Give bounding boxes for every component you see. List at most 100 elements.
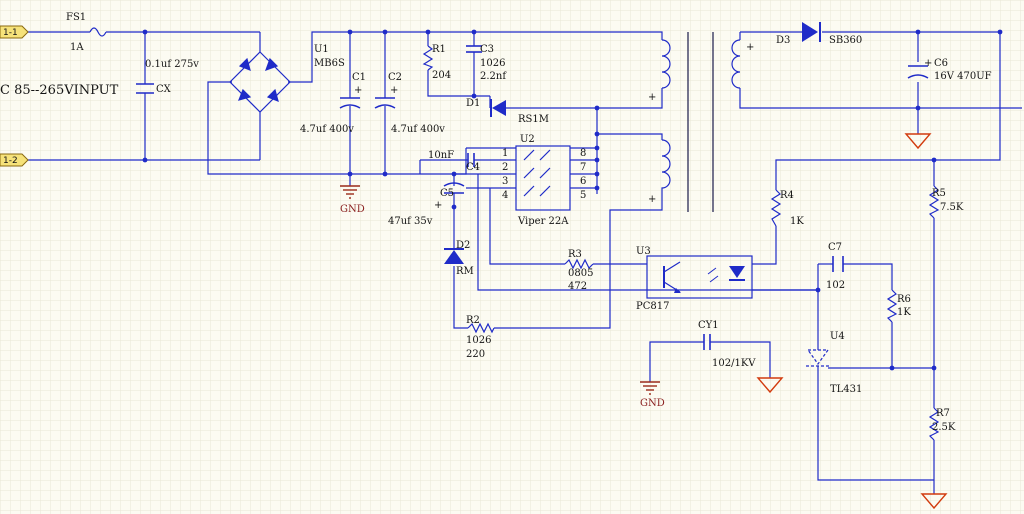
c5-ref: C5	[440, 188, 454, 199]
u3-value: PC817	[636, 301, 669, 312]
c2-plus: +	[390, 85, 398, 96]
u4-value: TL431	[830, 384, 862, 395]
cy1-value: 102/1KV	[712, 358, 756, 369]
r2-value2: 220	[466, 349, 485, 360]
d3-value: SB360	[829, 35, 862, 46]
optocoupler-u3[interactable]: U3 PC817	[636, 246, 753, 312]
r6-value: 1K	[897, 307, 911, 318]
capacitor-cy1[interactable]: CY1 102/1KV	[698, 320, 756, 369]
c6-plus: +	[924, 58, 932, 69]
c5-value: 47uf 35v	[388, 216, 433, 227]
ground-cy1-primary: GND	[640, 381, 665, 409]
diode-d2[interactable]: D2 RM	[444, 240, 474, 277]
port-neutral[interactable]: 1-2	[0, 153, 29, 167]
input-voltage-label: C 85--265VINPUT	[0, 83, 119, 98]
ground-secondary-icon	[904, 133, 932, 150]
u2-pin5: 5	[580, 190, 586, 201]
resistor-r7[interactable]: R7 2.5K	[928, 407, 956, 441]
port-neutral-label: 1-2	[3, 156, 18, 166]
c6-value: 16V 470UF	[934, 71, 992, 82]
regulator-u4[interactable]: U4 TL431	[806, 331, 862, 395]
r3-value1: 0805	[568, 268, 593, 279]
d2-value: RM	[456, 266, 474, 277]
resistor-r3[interactable]: R3 0805 472	[564, 249, 593, 292]
transformer-dot-aux: +	[648, 194, 656, 205]
capacitor-c3[interactable]: C3 1026 2.2nf	[466, 44, 507, 82]
r5-value: 7.5K	[940, 202, 964, 213]
r2-value1: 1026	[466, 335, 491, 346]
c1-ref: C1	[352, 72, 366, 83]
resistor-r1[interactable]: R1 204	[422, 44, 451, 81]
capacitor-cx[interactable]: 0.1uf 275v CX	[136, 59, 199, 95]
transformer-dot-secondary: +	[746, 42, 754, 53]
c3-ref: C3	[480, 44, 494, 55]
u1-ref: U1	[314, 44, 329, 55]
gnd-label-primary: GND	[340, 204, 365, 215]
r2-ref: R2	[466, 315, 480, 326]
transformer: + + +	[648, 32, 754, 212]
capacitor-c7[interactable]: C7 102	[826, 242, 845, 291]
transformer-dot-primary: +	[648, 92, 656, 103]
cy1-ref: CY1	[698, 320, 719, 331]
c7-value: 102	[826, 280, 845, 291]
ic-u2-viper[interactable]: U2 Viper 22A 1 2 3 4 8 7 6 5	[497, 134, 586, 227]
gnd-label-cy1: GND	[640, 398, 665, 409]
fs1-ref: FS1	[66, 12, 86, 23]
c6-ref: C6	[934, 58, 948, 69]
u2-value: Viper 22A	[517, 216, 569, 227]
diode-d1[interactable]: D1 RS1M	[466, 98, 549, 125]
resistor-r4[interactable]: R4 1K	[770, 189, 804, 227]
r5-ref: R5	[932, 188, 946, 199]
port-line[interactable]: 1-1	[0, 25, 29, 39]
c5-plus: +	[434, 200, 442, 211]
u2-pin8: 8	[580, 148, 586, 159]
d2-ref: D2	[456, 240, 470, 251]
capacitor-c1[interactable]: C1 + 4.7uf 400v	[300, 72, 366, 135]
capacitor-c6[interactable]: + C6 16V 470UF	[907, 58, 992, 82]
u2-pin1: 1	[502, 148, 508, 159]
ground-feedback-icon	[920, 493, 948, 510]
r1-value: 204	[432, 70, 451, 81]
capacitor-c5[interactable]: C5 + 47uf 35v	[388, 182, 465, 227]
wires	[28, 31, 1022, 494]
u2-pin3: 3	[502, 176, 508, 187]
u1-value: MB6S	[314, 58, 345, 69]
u3-ref: U3	[636, 246, 651, 257]
c4-value: 10nF	[428, 150, 454, 161]
resistor-r6[interactable]: R6 1K	[886, 289, 911, 323]
r7-ref: R7	[936, 408, 950, 419]
resistor-r2[interactable]: R2 1026 220	[466, 315, 495, 360]
diode-d3[interactable]: D3 SB360	[776, 22, 862, 46]
u2-pin2: 2	[502, 162, 508, 173]
fuse-fs1[interactable]: FS1 1A	[66, 12, 107, 53]
bridge-rectifier-u1[interactable]: U1 MB6S	[229, 44, 345, 113]
ground-primary: GND	[340, 185, 365, 215]
cx-value: 0.1uf 275v	[145, 59, 199, 70]
cx-ref: CX	[156, 84, 172, 95]
d3-ref: D3	[776, 35, 790, 46]
c2-ref: C2	[388, 72, 402, 83]
c1-value: 4.7uf 400v	[300, 124, 354, 135]
capacitor-c2[interactable]: C2 + 4.7uf 400v	[374, 72, 445, 135]
r7-value: 2.5K	[932, 422, 956, 433]
u2-ref: U2	[520, 134, 535, 145]
r1-ref: R1	[432, 44, 446, 55]
c2-value: 4.7uf 400v	[391, 124, 445, 135]
resistor-r5[interactable]: R5 7.5K	[928, 185, 964, 219]
u2-pin7: 7	[580, 162, 586, 173]
capacitor-c4[interactable]: 10nF C4	[428, 150, 480, 173]
r4-ref: R4	[780, 190, 794, 201]
r3-value2: 472	[568, 281, 587, 292]
c1-plus: +	[354, 85, 362, 96]
d1-value: RS1M	[518, 114, 549, 125]
c3-value1: 1026	[480, 58, 505, 69]
u2-pin6: 6	[580, 176, 586, 187]
c3-value2: 2.2nf	[480, 71, 507, 82]
r4-value: 1K	[790, 216, 804, 227]
c4-ref: C4	[466, 162, 480, 173]
d1-ref: D1	[466, 98, 480, 109]
r3-ref: R3	[568, 249, 582, 260]
u4-ref: U4	[830, 331, 845, 342]
